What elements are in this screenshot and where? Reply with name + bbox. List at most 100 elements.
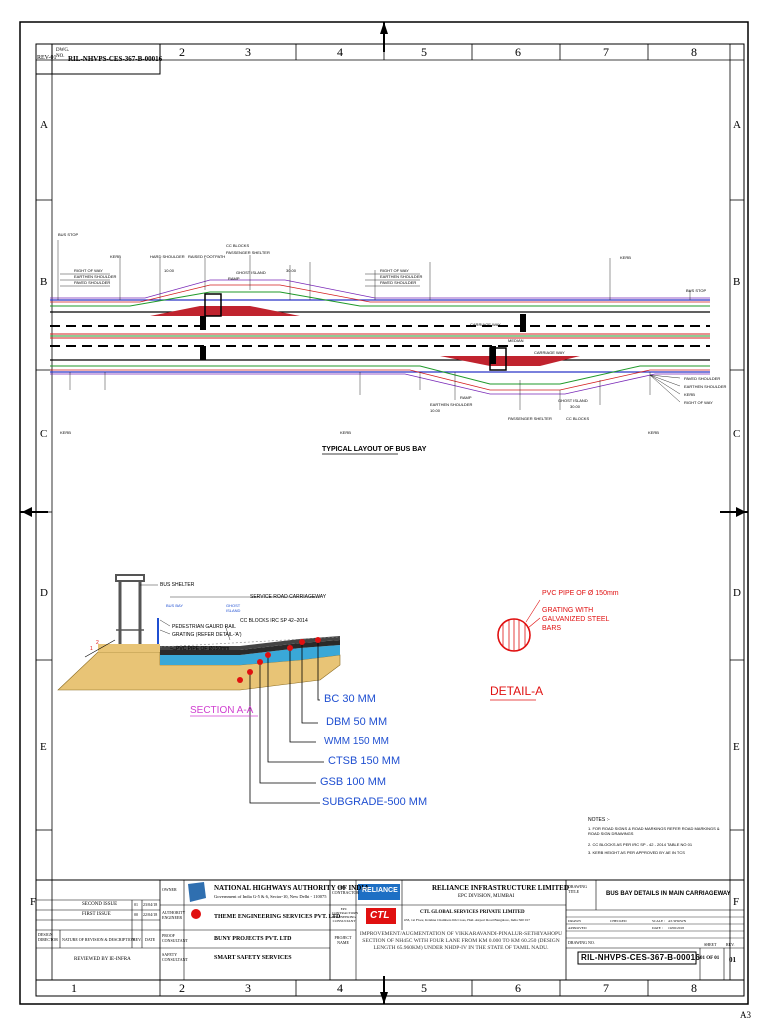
label-section-bus-bay: BUS BAY: [166, 603, 184, 608]
detail-note-pvc: PVC PIPE OF Ø 150mm: [542, 590, 619, 597]
grid-row-c: C: [40, 428, 48, 440]
label-earthen-shoulder-3: EARTHEN SHOULDER: [684, 384, 727, 389]
label-dim-30-2: 30.00: [570, 404, 581, 409]
theme-logo: [191, 909, 201, 919]
label-cc-blocks-2: CC BLOCKS: [566, 416, 590, 421]
company-name: RELIANCE INFRASTRUCTURE LIMITED: [432, 884, 569, 892]
rev-header-date: DATE: [145, 937, 156, 942]
scale-value: AS SHOWN: [668, 919, 687, 923]
layer-bc: BC 30 MM: [324, 693, 376, 705]
ctl-logo-text: CTL: [370, 910, 390, 921]
label-bus-stop-2: BUS STOP: [686, 288, 707, 293]
grid-col-5-bottom: 5: [421, 981, 427, 995]
detail-note-grating: GRATING WITH: [542, 607, 594, 614]
ae-name: THEME ENGINEERING SERVICES PVT. LTD: [214, 914, 341, 920]
label-paved-shoulder-3: PAVED SHOULDER: [684, 376, 721, 381]
label-paved-shoulder-2: PAVED SHOULDER: [380, 280, 417, 285]
rev-date-1: 23/04/18: [143, 902, 158, 907]
label-cc-blocks: CC BLOCKS: [226, 243, 250, 248]
grid-row-d-right: D: [733, 587, 741, 599]
notes-heading: NOTES :-: [588, 817, 610, 823]
grid-col-8-bottom: 8: [691, 981, 697, 995]
drawing-no-label: DRAWING NO.: [568, 940, 595, 945]
sheet-value: 01 OF 01: [700, 956, 720, 961]
rev-header-rev: REV.: [133, 937, 142, 942]
grid-row-a-right: A: [733, 119, 741, 131]
layer-dbm: DBM 50 MM: [326, 716, 388, 728]
consultant-label: EPC CONTRACTOR'S ENGINEERING CONSULTANT: [332, 907, 359, 923]
checked-label: CHECKED: [610, 919, 627, 923]
grid-row-e: E: [40, 741, 47, 753]
grid-row-e-right: E: [733, 741, 740, 753]
label-earthen-shoulder-2: EARTHEN SHOULDER: [380, 274, 423, 279]
grid-row-c-right: C: [733, 428, 741, 440]
label-passenger-shelter: PASSENGER SHELTER: [226, 250, 270, 255]
proof-name: BUNY PROJECTS PVT. LTD: [214, 936, 292, 942]
label-pvc-pipe: PVC PIPE OF Ø150mm: [176, 646, 230, 652]
reliance-logo: [358, 884, 400, 900]
label-guard-rail: PEDESTRIAN GAURD RAIL: [172, 624, 236, 630]
label-ramp-2: RAMP: [460, 395, 472, 400]
grid-col-6: 6: [515, 45, 521, 59]
label-kerb-4: KERB: [60, 430, 71, 435]
rev-label-tb: REV.: [726, 942, 735, 947]
dwg-label: DWG. NO.: [56, 48, 70, 59]
approved-label: APPROVED: [568, 926, 587, 930]
grid-col-7-bottom: 7: [603, 981, 609, 995]
detail-title: DETAIL-A: [490, 684, 544, 698]
owner-name: NATIONAL HIGHWAYS AUTHORITY OF INDIA: [214, 884, 370, 892]
label-bus-stop: BUS STOP: [58, 232, 79, 237]
label-kerb-5: KERB: [340, 430, 351, 435]
label-earthen-shoulder-4: EARTHEN SHOULDER: [430, 402, 473, 407]
drawing-title-label: DRAWING TITLE: [568, 884, 588, 894]
rev-date-2: 22/04/18: [143, 912, 158, 917]
rev-no-2: 00: [134, 912, 138, 917]
grid-col-8: 8: [691, 45, 697, 59]
label-hard-shoulder: HARD SHOULDER: [150, 254, 185, 259]
section-a-a: [57, 574, 341, 804]
project-description: IMPROVEMENT/AUGMENTATION OF VIKKARAVANDI…: [359, 931, 563, 951]
dwg-number: RIL-NHVPS-CES-367-B-00016: [68, 55, 163, 63]
label-right-of-way-3: RIGHT OF WAY: [684, 400, 713, 405]
label-right-of-way-2: RIGHT OF WAY: [380, 268, 409, 273]
safety-name: SMART SAFETY SERVICES: [214, 955, 292, 961]
title-block-lines: [35, 879, 745, 981]
reviewed-by: REVIEWED BY IE-INFRA: [74, 957, 131, 962]
grid-row-a: A: [40, 119, 48, 131]
label-section-ghost-island: GHOST ISLAND: [226, 603, 241, 613]
role-authority-engineer: AUTHORITY ENGINEER: [162, 910, 186, 920]
label-dim-10: 10.00: [164, 268, 175, 273]
label-slope-run: 1: [90, 646, 93, 652]
label-dim-30: 30.00: [286, 268, 297, 273]
date-label: DATE :: [652, 926, 663, 930]
label-kerb-6: KERB: [648, 430, 659, 435]
design-director: DESIGN DIRECTOR: [38, 932, 58, 942]
label-paved-shoulder: PAVED SHOULDER: [74, 280, 111, 285]
grid-col-2: 2: [179, 45, 185, 59]
layer-gsb: GSB 100 MM: [320, 776, 387, 788]
grid-row-f: F: [30, 896, 37, 908]
label-dim-10-2: 10.00: [430, 408, 441, 413]
label-service-road: SERVICE ROAD CARRIAGEWAY: [250, 594, 327, 600]
role-safety-consultant: SAFETY CONSULTANT: [162, 952, 188, 962]
grid-row-b: B: [40, 276, 48, 288]
ctl-address: #33, 1st Floor, Krishna Chambers 6th Cro…: [404, 918, 531, 922]
layer-wmm: WMM 150 MM: [324, 736, 389, 747]
ctl-company-name: CTL GLOBAL SERVICES PRIVATE LIMITED: [420, 910, 525, 915]
label-ghost-island: GHOST ISLAND: [236, 270, 266, 275]
grid-row-f-right: F: [733, 896, 740, 908]
label-kerb: KERB: [110, 254, 121, 259]
label-earthen-shoulder: EARTHEN SHOULDER: [74, 274, 117, 279]
note-2: 2. CC BLOCKS AS PER IRC SP - 42 - 2014 T…: [588, 842, 693, 847]
label-ghost-island-2: GHOST ISLAND: [558, 398, 588, 403]
grid-col-4: 4: [337, 45, 343, 59]
rev-header-desc: NATURE OF REVISION & DESCRIPTION: [62, 937, 135, 942]
label-kerb-2: KERB: [620, 255, 631, 260]
project-label: PROJECT NAME: [334, 935, 352, 945]
note-1: 1. FOR ROAD SIGNS & ROAD MARKINGS REFER …: [588, 826, 720, 836]
label-carriageway: CARRIAGE WAY: [470, 322, 501, 327]
label-raised-footpath: RAISED FOOTPATH: [188, 254, 226, 259]
epc-label: EPC CONTRACTOR: [332, 885, 360, 895]
label-median: MEDIAN: [508, 338, 524, 343]
